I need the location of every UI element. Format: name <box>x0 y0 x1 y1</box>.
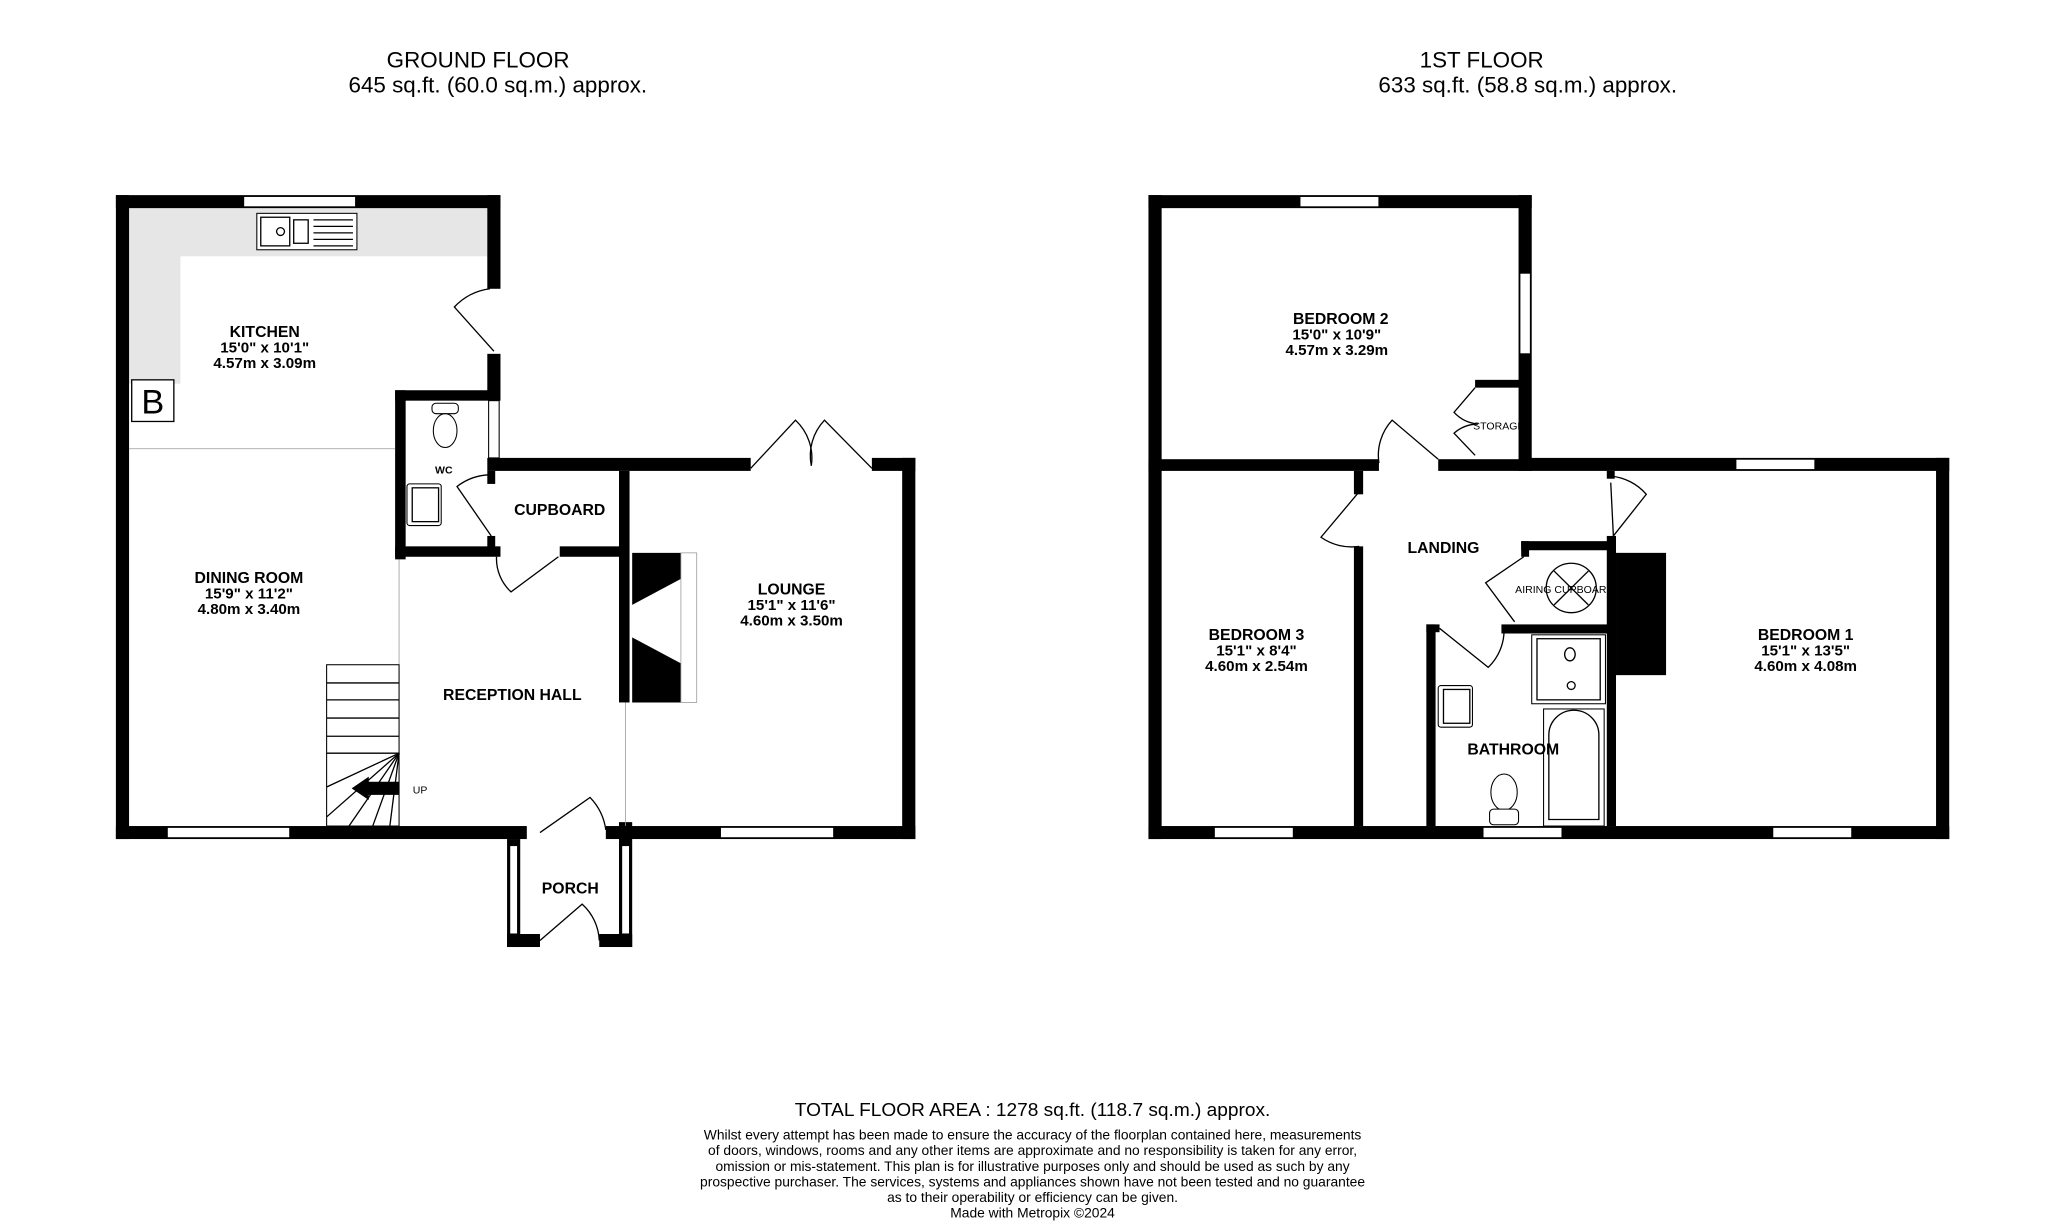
room-reception-hall: RECEPTION HALL <box>443 687 582 704</box>
room-kitchen: KITCHEN 15'0" x 10'1" 4.57m x 3.09m <box>213 324 316 372</box>
room-imperial: 15'0" x 10'1" <box>220 340 309 357</box>
room-bathroom: BATHROOM <box>1467 742 1559 759</box>
basin-icon <box>406 483 442 527</box>
room-metric: 4.60m x 2.54m <box>1205 658 1308 675</box>
toilet-icon <box>1489 773 1520 826</box>
bath-icon <box>1543 708 1605 827</box>
boiler-icon <box>131 379 175 423</box>
room-bedroom-3: BEDROOM 3 15'1" x 8'4" 4.60m x 2.54m <box>1205 627 1308 675</box>
bedroom-1-door[interactable] <box>1610 475 1648 537</box>
room-imperial: 15'0" x 10'9" <box>1292 327 1381 344</box>
kitchen-door[interactable] <box>453 288 495 352</box>
water-tank-icon <box>1545 562 1597 614</box>
room-metric: 4.60m x 3.50m <box>740 613 843 630</box>
room-name: BEDROOM 2 <box>1293 311 1389 328</box>
staircase[interactable] <box>326 664 400 827</box>
sink-icon <box>256 212 358 251</box>
room-name: BEDROOM 1 <box>1758 627 1854 644</box>
room-imperial: 15'1" x 13'5" <box>1761 643 1850 660</box>
room-storage: STORAGE <box>1473 421 1524 432</box>
first-floor-title: 1ST FLOOR <box>1420 48 1544 73</box>
toilet-icon <box>431 402 459 449</box>
boiler-label: B <box>141 384 164 422</box>
disclaimer-line: prospective purchaser. The services, sys… <box>700 1174 1365 1189</box>
bedroom-3-door[interactable] <box>1320 491 1360 548</box>
room-wc: WC <box>435 466 453 477</box>
first-floor-area: 633 sq.ft. (58.8 sq.m.) approx. <box>1378 72 1677 97</box>
room-metric: 4.57m x 3.09m <box>213 355 316 372</box>
wc-door[interactable] <box>456 474 492 537</box>
disclaimer-line: Whilst every attempt has been made to en… <box>704 1128 1362 1143</box>
room-imperial: 15'9" x 11'2" <box>205 585 293 602</box>
room-name: KITCHEN <box>230 324 300 341</box>
disclaimer-line: as to their operability or efficiency ca… <box>887 1190 1178 1205</box>
storage-door-top[interactable] <box>1453 387 1478 425</box>
chimney-breast <box>1616 552 1667 676</box>
lounge-french-door-left[interactable] <box>750 419 813 469</box>
porch-door[interactable] <box>539 903 600 942</box>
total-floor-area: TOTAL FLOOR AREA : 1278 sq.ft. (118.7 sq… <box>795 1100 1271 1121</box>
room-dining-room: DINING ROOM 15'9" x 11'2" 4.80m x 3.40m <box>195 570 304 618</box>
room-metric: 4.60m x 4.08m <box>1754 658 1857 675</box>
storage-door-bottom[interactable] <box>1453 423 1478 456</box>
room-imperial: 15'1" x 8'4" <box>1216 643 1296 660</box>
disclaimer-line: omission or mis-statement. This plan is … <box>715 1159 1349 1174</box>
footer: TOTAL FLOOR AREA : 1278 sq.ft. (118.7 sq… <box>700 1100 1365 1220</box>
bedroom-2-door[interactable] <box>1377 419 1439 464</box>
credit: Made with Metropix ©2024 <box>950 1206 1115 1221</box>
ground-floor-area: 645 sq.ft. (60.0 sq.m.) approx. <box>349 72 648 97</box>
kitchen-worktop <box>129 208 488 384</box>
ground-floor-title: GROUND FLOOR <box>387 48 570 73</box>
room-porch: PORCH <box>542 881 599 898</box>
room-landing: LANDING <box>1408 540 1480 557</box>
stairs-up-label: UP <box>413 786 428 797</box>
room-metric: 4.80m x 3.40m <box>198 601 301 618</box>
shower-icon <box>1531 634 1607 705</box>
fireplace <box>632 552 681 703</box>
lounge-french-door-right[interactable] <box>809 419 873 469</box>
room-name: DINING ROOM <box>195 570 304 587</box>
ground-floor-plan: B UP KITCHEN 15'0" x 10'1" 4.57m x 3.09m… <box>115 195 916 948</box>
basin-icon <box>1437 685 1473 728</box>
first-floor-plan: BEDROOM 2 15'0" x 10'9" 4.57m x 3.29m BE… <box>1148 195 1950 840</box>
disclaimer-line: of doors, windows, rooms and any other i… <box>708 1143 1357 1158</box>
bathroom-door[interactable] <box>1439 627 1505 669</box>
airing-cupboard-door[interactable] <box>1484 556 1525 623</box>
room-name: LOUNGE <box>758 582 826 599</box>
room-bedroom-2: BEDROOM 2 15'0" x 10'9" 4.57m x 3.29m <box>1285 311 1388 359</box>
room-metric: 4.57m x 3.29m <box>1285 342 1388 359</box>
room-bedroom-1: BEDROOM 1 15'1" x 13'5" 4.60m x 4.08m <box>1754 627 1857 675</box>
room-lounge: LOUNGE 15'1" x 11'6" 4.60m x 3.50m <box>740 582 843 630</box>
stairs-arrow-icon <box>351 776 400 801</box>
room-cupboard: CUPBOARD <box>514 502 605 519</box>
cupboard-door[interactable] <box>495 556 559 593</box>
front-door[interactable] <box>539 796 607 834</box>
room-airing-cupboard: AIRING CUPBOARD <box>1515 585 1614 596</box>
room-name: BEDROOM 3 <box>1209 627 1305 644</box>
room-imperial: 15'1" x 11'6" <box>747 597 835 614</box>
